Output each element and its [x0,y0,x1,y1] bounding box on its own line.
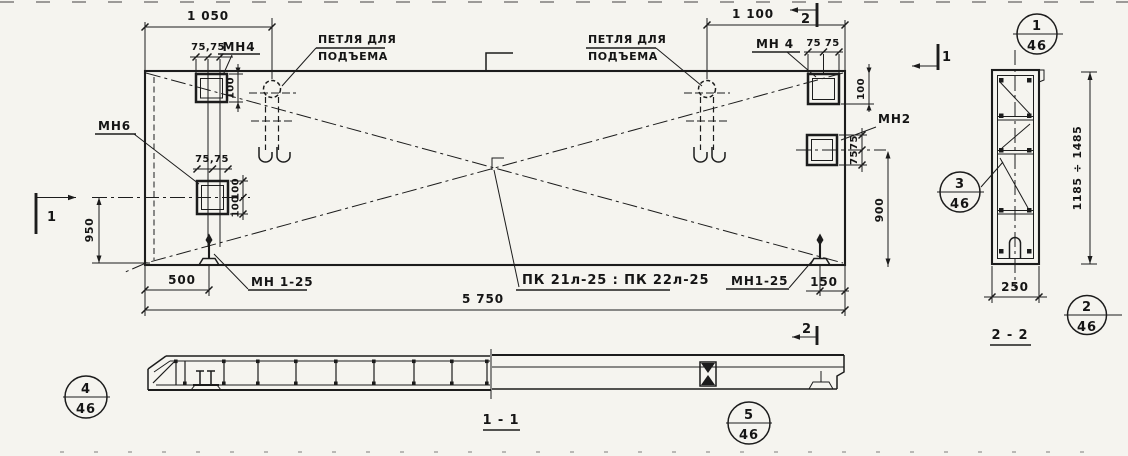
section-marker-1-top-right: 1 [912,44,952,70]
section-marker-2-bottom: 2 [792,322,819,345]
callout-4-46: 4 46 [63,375,110,419]
dim-mn2-v2: 75 [849,150,860,165]
loop-hook [276,147,291,163]
section-1-1-right-part [492,353,845,390]
loop-hook [711,147,726,163]
dim-depth-right: 100 [856,78,867,100]
callout-5-46: 5 46 [726,401,772,445]
dim-offset-left: 500 [168,273,196,287]
dim-mn2-v1: 75 [849,135,860,150]
panel-designation: ПК 21л-25 : ПК 22л-25 [522,273,709,288]
loop-label-right-line1: ПЕТЛЯ ДЛЯ [588,33,666,46]
plan-dimension-lines [92,20,891,316]
opening-mn4-right [803,47,874,112]
dim-offset-right: 150 [810,275,838,289]
mark-mn6: МН6 [98,119,131,133]
dim-section-height-range: 1185 ÷ 1485 [1071,126,1084,211]
dim-height-left: 950 [83,218,96,243]
section-1-1-left-detail [147,349,492,399]
dim-mn6-v1: 100 [231,178,242,200]
diagonal-axis-lines [122,72,844,274]
section-1-1-insert [699,361,717,387]
section-marker-1-left: 1 [34,193,76,234]
callout-number: 4 [81,382,91,397]
panel-outline [143,69,847,267]
callout-number: 5 [744,408,754,423]
dim-section-width: 250 [1001,280,1029,294]
section-1-1-view [147,349,845,431]
callout-2-46: 2 46 [1064,294,1122,336]
callout-bubbles: 1 46 2 46 3 46 4 46 5 46 [63,13,1122,445]
section-2-2-dimensions [984,71,1097,303]
callout-3-46: 3 46 [937,161,1004,213]
callout-1-46: 1 46 [1013,13,1063,55]
section-1-1-label: 1 - 1 [482,413,519,428]
callout-sheet: 46 [76,402,96,417]
loop-label-right-line2: ПОДЪЕМА [588,50,658,63]
plan-leaders [95,47,817,291]
section-2-2-label: 2 - 2 [991,328,1028,343]
corner-mark-center [491,157,504,170]
section-marker-label: 1 [47,210,57,225]
callout-sheet: 46 [950,197,970,212]
mark-mn4-left: МН4 [222,40,255,54]
dim-pair75-mn6: 75,75 [195,154,229,165]
section-loop [1008,236,1022,259]
dim-span-left: 1 050 [187,9,229,23]
opening-mn2 [796,126,886,172]
dim-length: 5 750 [462,292,504,306]
plan-view [92,18,891,316]
mark-mn4-right: МН 4 [756,37,794,51]
section-1-1-rebar-dots [174,359,489,386]
anchor-mn1-left [198,233,220,266]
dim-height-right: 900 [873,198,886,223]
section-marker-label: 1 [942,50,952,65]
lifting-loop-left [249,18,296,163]
dim-pair75-top-left: 75,75 [191,42,225,53]
section-markers: 2 2 1 1 [34,3,952,345]
section-marker-label: 2 [801,12,811,27]
callout-sheet: 46 [1077,320,1097,335]
dim-depth-left: 100 [226,77,237,99]
section-1-1-anchor-detail [190,370,222,391]
loop-label-left-line2: ПОДЪЕМА [318,50,388,63]
corner-mark-top [485,52,513,71]
callout-sheet: 46 [739,428,759,443]
dim-span-right: 1 100 [732,7,774,21]
dim-pair75-top-right: 75 75 [806,38,839,49]
lifting-loop-right [684,18,730,163]
mark-mn1-right: МН1-25 [731,274,788,288]
callout-number: 1 [1032,19,1042,34]
callout-sheet: 46 [1027,39,1047,54]
opening-mn4-left [190,52,243,247]
loop-hook [693,147,708,163]
opening-mn6 [92,164,250,220]
callout-number: 3 [955,177,965,192]
callout-number: 2 [1082,300,1092,315]
loop-hook [258,147,273,163]
section-marker-2-top: 2 [790,3,819,27]
section-outline [990,68,1041,266]
section-marker-label: 2 [802,322,812,337]
designation-leader [493,169,520,288]
text-labels: 1 050 1 100 75,75 75 75 75,75 100 100 10… [83,7,1084,428]
mark-mn2: МН2 [878,112,911,126]
mark-mn1-left: МН 1-25 [251,275,314,289]
section-2-2-view [984,50,1097,346]
dim-mn6-v2: 100 [231,195,242,217]
section-rebar-dots [999,78,1032,254]
loop-label-left-line1: ПЕТЛЯ ДЛЯ [318,33,396,46]
